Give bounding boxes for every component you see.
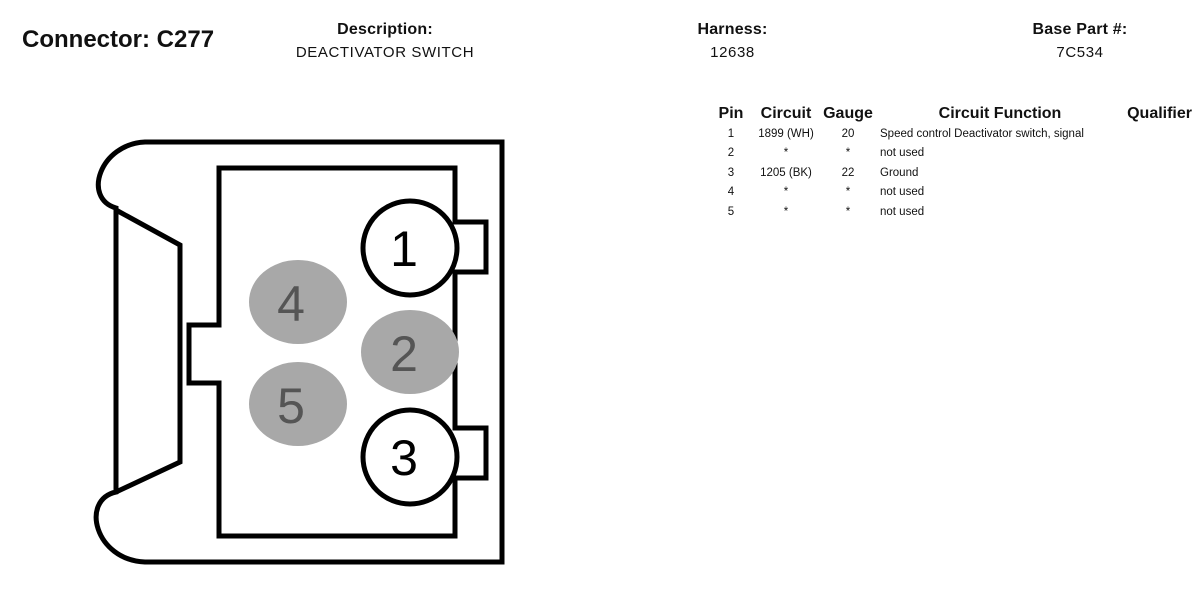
cavity-1-number: 1 bbox=[390, 221, 418, 277]
function-cell: not used bbox=[880, 205, 925, 218]
function-cell: Ground bbox=[880, 166, 919, 179]
description-label: Description: bbox=[337, 21, 433, 38]
qualifier-cell bbox=[1122, 124, 1192, 144]
inner-cavity-frame bbox=[186, 165, 489, 539]
description-value: DEACTIVATOR SWITCH bbox=[295, 44, 475, 61]
table-row: 1 1899 (WH) 20 Speed control Deactivator… bbox=[708, 124, 1192, 144]
circuit-cell: * bbox=[783, 147, 789, 160]
header-qualifier: Qualifier bbox=[1127, 105, 1192, 122]
table-row: 5 * * not used bbox=[708, 202, 1192, 222]
function-cell: not used bbox=[880, 186, 925, 199]
cavity-1: 1 bbox=[360, 198, 460, 298]
base-part-value: 7C534 bbox=[1056, 44, 1104, 61]
cavity-3: 3 bbox=[360, 407, 460, 507]
pin-cell: 1 bbox=[727, 127, 735, 140]
circuit-cell: 1899 (WH) bbox=[758, 127, 814, 140]
table-row: 4 * * not used bbox=[708, 183, 1192, 203]
locking-ramp bbox=[114, 207, 183, 495]
pin-cell: 4 bbox=[727, 186, 735, 199]
pin-cell: 5 bbox=[727, 205, 735, 218]
function-cell: Speed control Deactivator switch, signal bbox=[880, 127, 1084, 140]
table-row: 2 * * not used bbox=[708, 144, 1192, 164]
harness-value: 12638 bbox=[710, 44, 755, 61]
circuit-cell: * bbox=[783, 186, 789, 199]
circuit-cell: * bbox=[783, 205, 789, 218]
pin-table-header-row: Pin Circuit Gauge Circuit Function Quali… bbox=[708, 104, 1192, 124]
qualifier-cell bbox=[1122, 163, 1192, 183]
cavity-1-circle bbox=[360, 198, 460, 298]
harness-block: Harness: 12638 bbox=[690, 21, 775, 61]
pin-cell: 3 bbox=[727, 166, 735, 179]
cavity-4-circle bbox=[249, 260, 347, 344]
cavity-2: 2 bbox=[361, 310, 459, 394]
pin-table: Pin Circuit Gauge Circuit Function Quali… bbox=[708, 104, 1192, 222]
circuit-cell: 1205 (BK) bbox=[760, 166, 812, 179]
cavity-5-number: 5 bbox=[277, 378, 305, 434]
connector-title: Connector: C277 bbox=[22, 26, 215, 53]
header-circuit: Circuit bbox=[760, 105, 812, 122]
cavity-5-circle bbox=[249, 362, 347, 446]
cavity-4: 4 bbox=[249, 260, 347, 344]
qualifier-cell bbox=[1122, 144, 1192, 164]
header-pin: Pin bbox=[718, 105, 744, 122]
gauge-cell: * bbox=[845, 205, 851, 218]
header-circuit-function: Circuit Function bbox=[938, 105, 1062, 122]
pin-cell: 2 bbox=[727, 147, 735, 160]
cavity-2-circle bbox=[361, 310, 459, 394]
harness-label: Harness: bbox=[697, 21, 768, 38]
gauge-cell: * bbox=[845, 186, 851, 199]
cavity-3-number: 3 bbox=[390, 430, 418, 486]
description-block: Description: DEACTIVATOR SWITCH bbox=[280, 21, 490, 61]
gauge-cell: 22 bbox=[841, 166, 855, 179]
cavity-5: 5 bbox=[249, 362, 347, 446]
connector-housing-outline bbox=[93, 139, 505, 565]
gauge-cell: 20 bbox=[841, 127, 855, 140]
cavity-3-circle bbox=[360, 407, 460, 507]
cavity-4-number: 4 bbox=[277, 276, 305, 332]
qualifier-cell bbox=[1122, 183, 1192, 203]
base-part-block: Base Part #: 7C534 bbox=[1020, 21, 1140, 61]
qualifier-cell bbox=[1122, 202, 1192, 222]
gauge-cell: * bbox=[845, 147, 851, 160]
table-row: 3 1205 (BK) 22 Ground bbox=[708, 163, 1192, 183]
base-part-label: Base Part #: bbox=[1032, 21, 1128, 38]
connector-face-diagram: 1 2 3 4 5 bbox=[93, 139, 505, 565]
header-gauge: Gauge bbox=[823, 105, 873, 122]
function-cell: not used bbox=[880, 147, 925, 160]
cavity-2-number: 2 bbox=[390, 326, 418, 382]
